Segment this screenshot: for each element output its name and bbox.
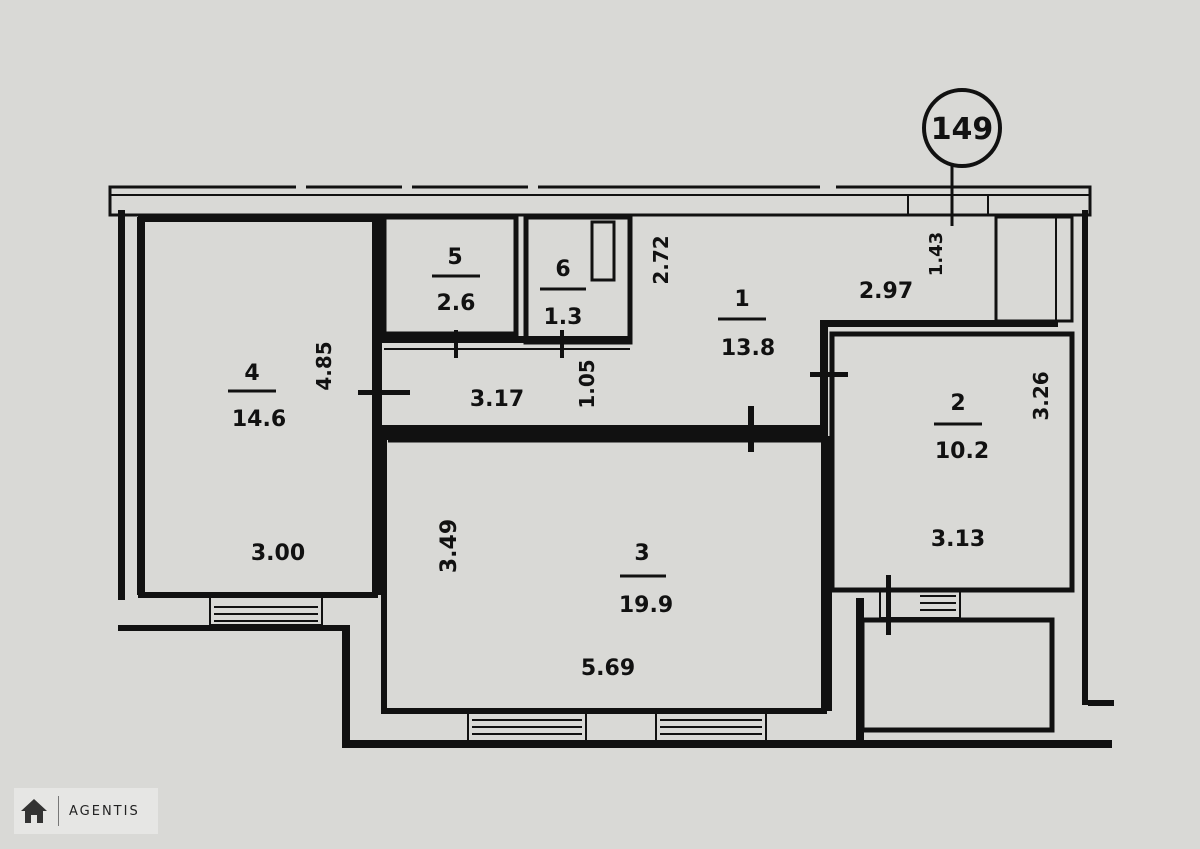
dim-4-85: 4.85 (312, 341, 336, 390)
room-4-number: 4 (244, 361, 259, 386)
dim-3-13: 3.13 (931, 527, 985, 552)
dim-1-43: 1.43 (926, 232, 947, 276)
room-2-area: 10.2 (935, 439, 989, 464)
balcony (856, 598, 1055, 748)
window-room-2 (879, 575, 961, 635)
logo-divider (58, 796, 59, 826)
exterior-wall-right (1082, 210, 1114, 706)
agentis-watermark: AGENTIS (14, 788, 158, 834)
dim-5-69: 5.69 (581, 656, 635, 681)
corridor-walls (358, 330, 823, 452)
room-1-number: 1 (734, 287, 749, 312)
window-room-4 (209, 596, 323, 626)
dimension-labels: 4.85 3.00 3.17 1.05 2.72 2.97 1.43 3.26 … (251, 232, 1053, 681)
room-3-number: 3 (634, 541, 649, 566)
dim-2-72: 2.72 (649, 235, 673, 284)
room-4-outline (138, 215, 382, 598)
room-label-3: 3 19.9 (619, 541, 673, 618)
brand-name: AGENTIS (69, 803, 140, 819)
window-room-3-left (467, 710, 587, 742)
dim-2-97: 2.97 (859, 279, 913, 304)
room-1-walls (810, 194, 1074, 440)
room-label-1: 1 13.8 (718, 287, 775, 361)
window-room-3-right (655, 710, 767, 742)
dim-3-00: 3.00 (251, 541, 305, 566)
room-3-area: 19.9 (619, 593, 673, 618)
room-5-number: 5 (447, 245, 462, 270)
apartment-number-marker: 149 (922, 88, 1002, 226)
room-label-4: 4 14.6 (228, 361, 286, 432)
room-label-2: 2 10.2 (934, 391, 989, 464)
room-1-area: 13.8 (721, 336, 775, 361)
room-6-area: 1.3 (544, 305, 583, 330)
dim-3-26: 3.26 (1029, 371, 1053, 420)
room-label-6: 6 1.3 (540, 257, 586, 330)
dim-3-17: 3.17 (470, 387, 524, 412)
room-label-5: 5 2.6 (432, 245, 480, 316)
room-4-area: 14.6 (232, 407, 286, 432)
room-2-number: 2 (950, 391, 965, 416)
dim-1-05: 1.05 (575, 359, 599, 408)
apartment-number: 149 (931, 112, 994, 147)
room-5-area: 2.6 (437, 291, 476, 316)
exterior-wall-top (108, 180, 1092, 217)
dim-3-49: 3.49 (437, 519, 462, 573)
exterior-wall-bottom-left (118, 625, 1112, 748)
room-3-outline (381, 434, 827, 714)
house-icon (14, 788, 54, 834)
room-6-number: 6 (555, 257, 570, 282)
room-5-outline (381, 214, 519, 337)
